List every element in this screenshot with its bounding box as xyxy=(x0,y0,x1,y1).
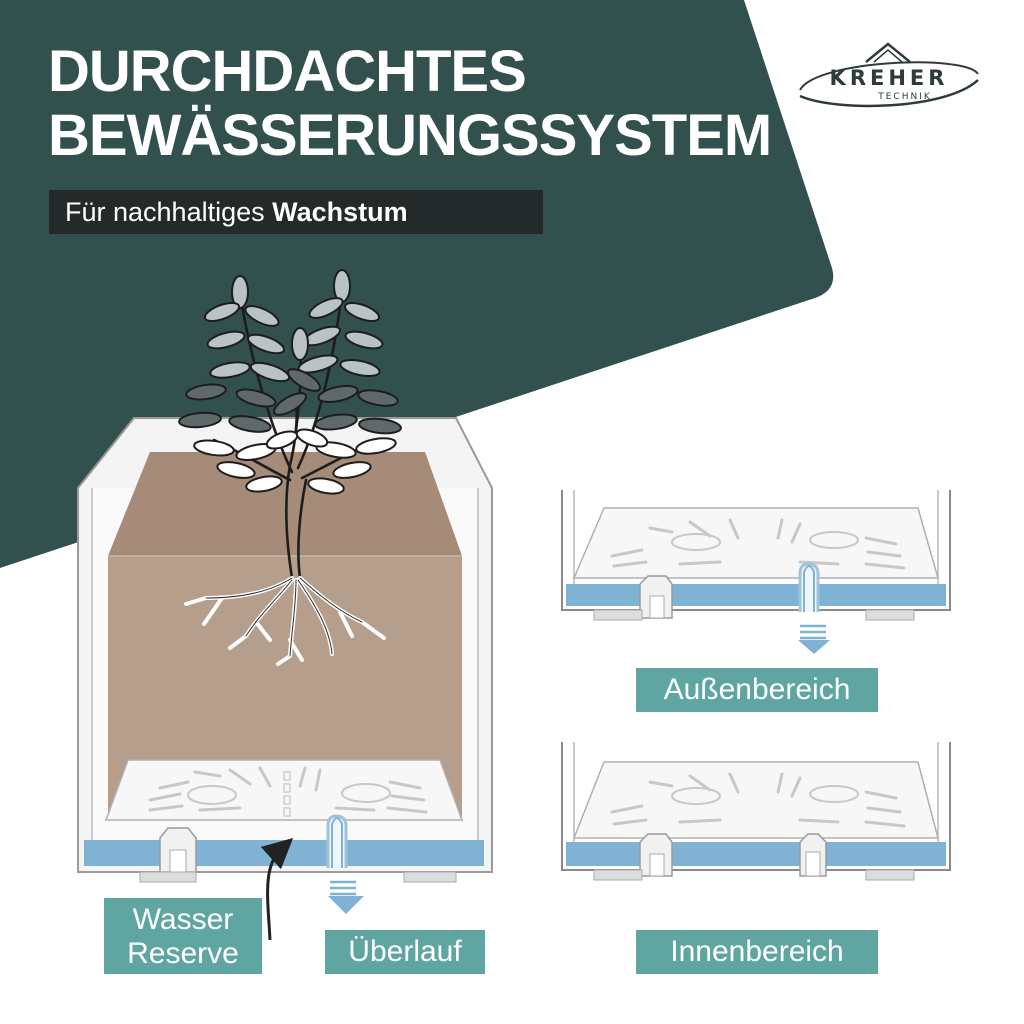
label-inside: Innenbereich xyxy=(636,930,878,974)
logo-tagline: TECHNIK xyxy=(878,92,932,102)
main-planter xyxy=(77,417,493,941)
detail-inside xyxy=(561,742,951,881)
brand-logo: KREHER TECHNIK xyxy=(796,40,982,112)
plant-illustration xyxy=(178,269,402,666)
pointer-arrow xyxy=(260,837,294,941)
subtitle-bar: Für nachhaltiges Wachstum xyxy=(49,190,543,234)
label-outside: Außenbereich xyxy=(636,668,878,712)
logo-roof-icon xyxy=(799,42,979,108)
headline-line2: BEWÄSSERUNGSSYSTEM xyxy=(48,103,772,168)
overflow-arrow xyxy=(328,896,364,914)
headline: DURCHDACHTES BEWÄSSERUNGSSYSTEM xyxy=(48,39,772,168)
detail-outside xyxy=(561,490,951,654)
water-reserve xyxy=(84,840,484,866)
label-overflow: Überlauf xyxy=(325,930,485,974)
label-water-reserve: Wasser Reserve xyxy=(104,898,262,974)
subtitle-bold: Wachstum xyxy=(272,197,408,227)
logo-brand: KREHER xyxy=(829,66,949,90)
label-water-line1: Wasser xyxy=(132,903,234,936)
subtitle-regular: Für nachhaltiges xyxy=(65,197,273,227)
headline-line1: DURCHDACHTES xyxy=(48,39,527,104)
label-water-line2: Reserve xyxy=(127,937,239,970)
